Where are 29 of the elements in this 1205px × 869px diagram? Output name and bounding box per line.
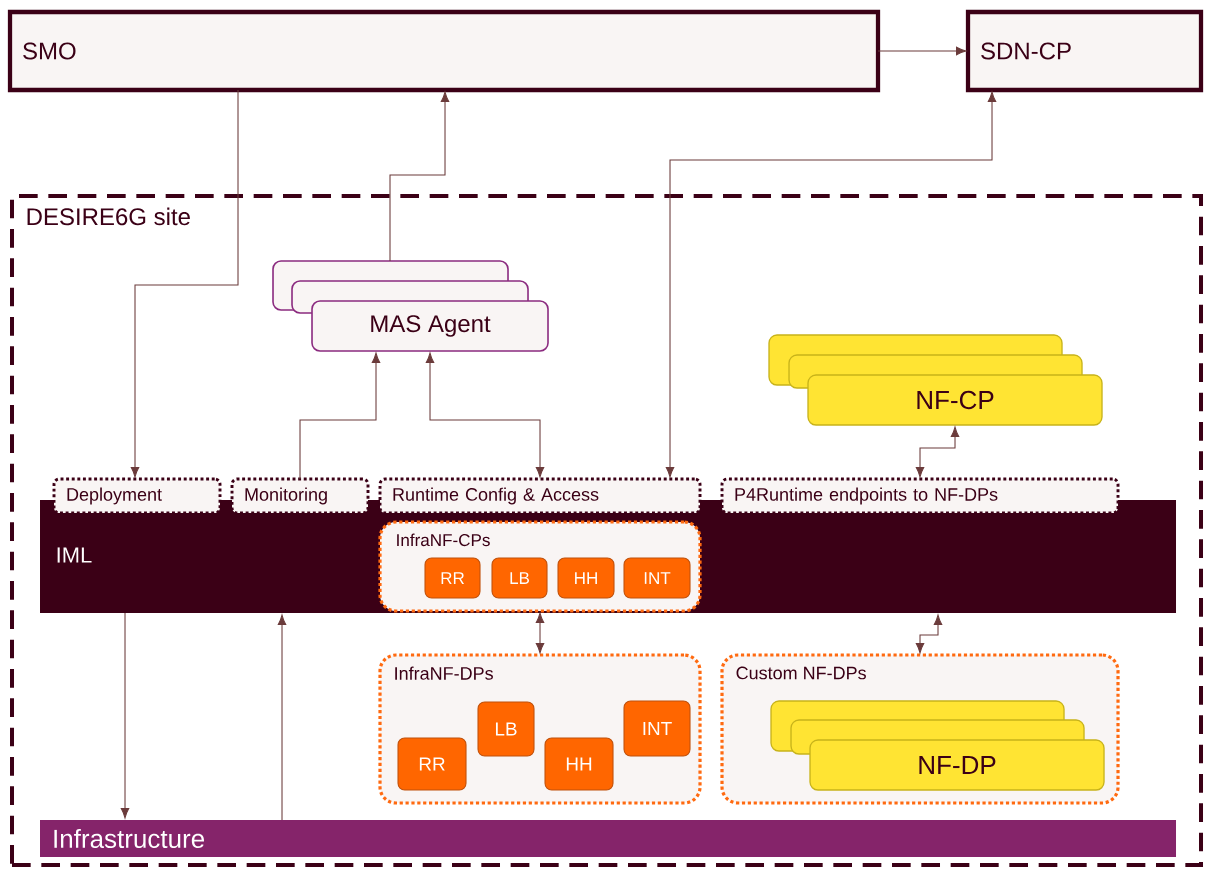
function-box: INT	[623, 557, 691, 599]
infrastructure-band: Infrastructure	[40, 820, 1176, 857]
arrow	[120, 612, 130, 819]
arrow	[277, 614, 287, 821]
interface-box: Runtime Config & Access	[378, 477, 702, 515]
arrow	[915, 614, 943, 654]
arrow	[665, 91, 997, 478]
agent-box: MAS Agent	[311, 300, 549, 352]
function-box: RR	[397, 737, 467, 791]
interface-box: Deployment	[52, 477, 222, 515]
function-box: HH	[557, 557, 615, 599]
arrow	[130, 89, 239, 478]
function-box: RR	[424, 557, 481, 599]
function-box: INT	[623, 700, 691, 757]
function-box: HH	[544, 737, 614, 791]
controller-box: SDN-CP	[965, 9, 1204, 93]
arrow	[299, 352, 381, 480]
smo-box: SMO	[7, 9, 881, 93]
data-plane-box: NF-DP	[809, 739, 1105, 791]
function-box: LB	[491, 557, 548, 599]
interface-box: P4Runtime endpoints to NF-DPs	[720, 477, 1120, 515]
arrow	[915, 426, 960, 478]
arrow	[535, 612, 545, 654]
arrow	[425, 352, 545, 478]
arrow	[877, 46, 967, 56]
control-plane-box: NF-CP	[807, 374, 1103, 426]
interface-box: Monitoring	[230, 477, 370, 515]
function-box: LB	[477, 701, 535, 757]
arrow	[389, 91, 450, 262]
